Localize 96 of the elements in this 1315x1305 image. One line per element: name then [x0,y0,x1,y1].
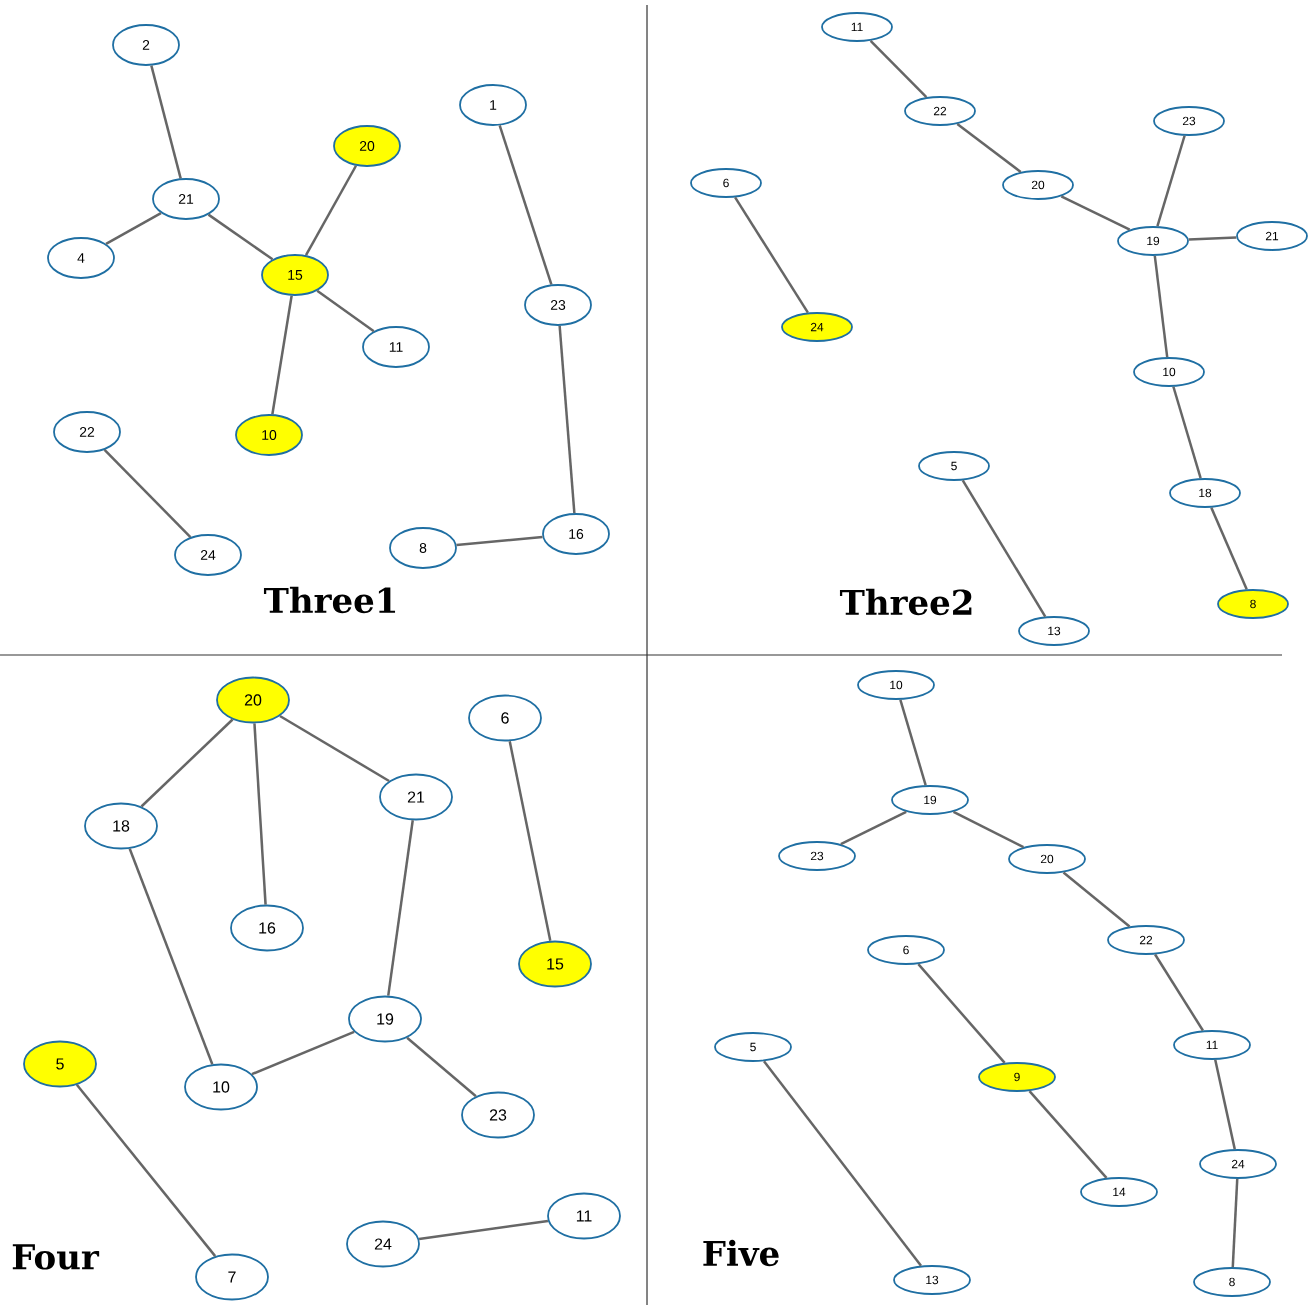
graph-node: 19 [1117,226,1189,256]
graph-node: 7 [195,1253,269,1301]
panel-label: Three1 [263,586,396,614]
graph-node: 22 [904,96,976,126]
graph-node: 10 [184,1063,258,1111]
graph-node: 10 [1133,357,1205,387]
edge [316,289,375,333]
graph-node: 8 [389,527,457,569]
edge [128,848,214,1065]
graph-node: 19 [348,995,422,1043]
edge [558,325,576,514]
graph-node: 8 [1193,1267,1271,1297]
edge [840,810,907,846]
edge [1188,236,1237,241]
graph-node: 24 [1199,1149,1277,1179]
panel-label: Three2 [839,588,972,616]
edge [1172,386,1202,479]
graph-node: 10 [235,414,303,456]
edge [734,196,809,314]
graph-node: 23 [524,284,592,326]
graph-node: 4 [47,237,115,279]
edge [456,535,543,547]
graph-node: 21 [379,773,453,821]
edge [917,963,1006,1064]
graph-node: 15 [261,254,329,296]
edge [251,1030,355,1076]
edge [418,1219,549,1241]
edge [498,125,553,285]
graph-node: 13 [1018,616,1090,646]
graph-node: 16 [542,513,610,555]
edge [952,810,1025,849]
graph-node: 21 [1236,221,1308,251]
graph-node: 23 [461,1091,535,1139]
graph-node: 23 [778,841,856,871]
graph-node: 22 [1107,925,1185,955]
edge [150,65,182,179]
graph-node: 11 [362,326,430,368]
graph-node: 11 [821,12,893,42]
graph-node: 20 [1008,844,1086,874]
edge [105,211,162,245]
edge [961,479,1047,618]
graph-node: 1 [459,84,527,126]
edge [956,123,1022,173]
graph-node: 14 [1080,1177,1158,1207]
graph-node: 21 [152,178,220,220]
edge [1210,507,1248,590]
edge [1231,1178,1239,1268]
panel-label: Five [703,1239,779,1267]
graph-node: 22 [53,411,121,453]
graph-node: 2 [112,24,180,66]
graph-node: 10 [857,670,935,700]
edge [1156,135,1186,227]
graph-node: 24 [346,1220,420,1268]
edge [899,699,927,786]
graph-node: 18 [84,802,158,850]
edge [1154,953,1204,1032]
graph-node: 8 [1217,589,1289,619]
edge [103,448,192,538]
graph-node: 19 [891,785,969,815]
graph-node: 18 [1169,478,1241,508]
edge [253,723,267,905]
edge [1062,871,1131,928]
graph-node: 9 [978,1062,1056,1092]
graph-node: 5 [23,1040,97,1088]
graph-node: 6 [468,694,542,742]
graph-node: 20 [1002,170,1074,200]
edge [279,714,390,783]
graph-node: 13 [893,1265,971,1295]
panel-label: Four [12,1244,100,1270]
graph-node: 16 [230,904,304,952]
graph-node: 11 [1173,1030,1251,1060]
edge [763,1060,923,1267]
graph-node: 23 [1153,106,1225,136]
edge [140,718,234,808]
edge [869,39,928,99]
graph-node: 20 [333,125,401,167]
graph-node: 5 [918,451,990,481]
graph-node: 24 [174,534,242,576]
graph-node: 20 [216,676,290,724]
edge [1214,1059,1236,1150]
edge [1028,1090,1108,1179]
graph-node: 15 [518,940,592,988]
graph-node: 6 [867,935,945,965]
edge [1153,255,1169,358]
graph-node: 11 [547,1192,621,1240]
graph-node: 6 [690,168,762,198]
edge [508,740,552,942]
edge [271,295,293,415]
edge [1060,195,1131,231]
edge [387,820,414,996]
edge [406,1036,477,1098]
edge [304,165,358,256]
graph-node: 24 [781,312,853,342]
graph-node: 5 [714,1032,792,1062]
edge [207,213,274,261]
edge [75,1084,217,1257]
